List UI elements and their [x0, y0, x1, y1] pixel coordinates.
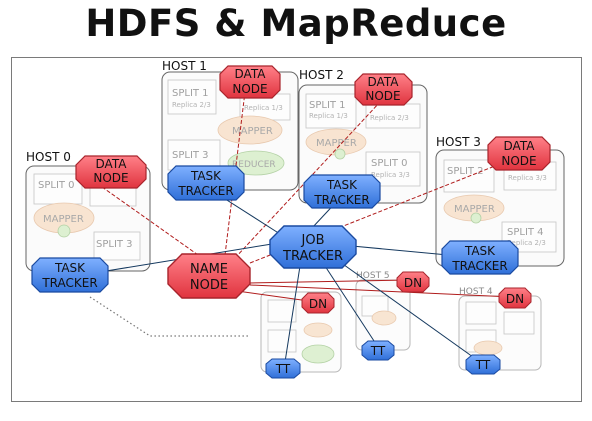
- svg-text:MAPPER: MAPPER: [454, 204, 495, 215]
- svg-text:TRACKER: TRACKER: [177, 184, 233, 198]
- svg-text:SPLIT 1: SPLIT 1: [172, 88, 209, 99]
- svg-text:DN: DN: [309, 297, 327, 311]
- svg-text:TASK: TASK: [326, 178, 358, 192]
- svg-text:TASK: TASK: [464, 244, 496, 258]
- host-0-label: HOST 0: [26, 150, 71, 164]
- host-4-label: HOST 4: [459, 287, 493, 297]
- svg-text:MAPPER: MAPPER: [232, 126, 273, 137]
- svg-text:Replica 1/3: Replica 1/3: [244, 104, 283, 112]
- name-node: NAME NODE: [167, 253, 251, 299]
- svg-text:NODE: NODE: [232, 82, 267, 96]
- task-tracker-host0: TASK TRACKER: [31, 257, 109, 293]
- svg-text:SPLIT 1: SPLIT 1: [309, 100, 346, 111]
- svg-text:TASK: TASK: [54, 261, 86, 275]
- svg-text:DATA: DATA: [368, 75, 400, 89]
- svg-text:SPLIT 0: SPLIT 0: [371, 158, 408, 169]
- svg-text:MAPPER: MAPPER: [316, 138, 357, 149]
- data-node-host3: DATA NODE: [487, 136, 551, 171]
- svg-text:SPLIT 2: SPLIT 2: [447, 166, 484, 177]
- host-3-label: HOST 3: [436, 135, 481, 149]
- connections: [89, 91, 513, 363]
- svg-text:DN: DN: [404, 276, 422, 290]
- data-node-host0: DATA NODE: [75, 155, 147, 189]
- task-tracker-host3: TASK TRACKER: [441, 240, 519, 275]
- task-tracker-host2: TASK TRACKER: [303, 174, 381, 209]
- svg-text:TRACKER: TRACKER: [313, 193, 369, 207]
- svg-text:TRACKER: TRACKER: [451, 259, 507, 273]
- svg-text:NODE: NODE: [501, 154, 536, 168]
- svg-text:TRACKER: TRACKER: [282, 249, 343, 264]
- data-node-host2: DATA NODE: [354, 73, 413, 106]
- svg-text:Replica 1/3: Replica 1/3: [309, 112, 348, 120]
- svg-text:DN: DN: [506, 292, 524, 306]
- svg-text:Replica 3/3: Replica 3/3: [508, 174, 547, 182]
- svg-text:Replica 2/3: Replica 2/3: [370, 114, 409, 122]
- svg-text:REDUCER: REDUCER: [232, 160, 276, 170]
- svg-text:Replica 2/3: Replica 2/3: [172, 101, 211, 109]
- diagram-frame: [11, 57, 582, 402]
- tt-host5: TT: [361, 340, 395, 361]
- page-title: HDFS & MapReduce: [85, 2, 507, 45]
- svg-text:JOB: JOB: [301, 233, 325, 248]
- svg-text:TT: TT: [370, 344, 386, 358]
- dn-host5: DN: [396, 271, 430, 293]
- svg-text:TT: TT: [475, 358, 491, 372]
- data-node-host1: DATA NODE: [219, 65, 281, 99]
- job-tracker: JOB TRACKER: [269, 225, 357, 269]
- tt-host6: TT: [265, 358, 301, 379]
- dn-host4: DN: [498, 287, 532, 309]
- host-1-label: HOST 1: [162, 59, 207, 73]
- svg-text:NODE: NODE: [365, 89, 400, 103]
- host-2-label: HOST 2: [299, 68, 344, 82]
- svg-text:NAME: NAME: [190, 262, 228, 277]
- dn-host6: DN: [301, 292, 335, 314]
- svg-text:TT: TT: [275, 362, 291, 376]
- svg-text:TRACKER: TRACKER: [41, 276, 97, 290]
- svg-text:NODE: NODE: [190, 278, 228, 293]
- svg-text:MAPPER: MAPPER: [43, 214, 84, 225]
- host-5-label: HOST 5: [356, 271, 390, 281]
- svg-text:NODE: NODE: [93, 171, 128, 185]
- tt-host4: TT: [465, 354, 501, 375]
- svg-text:SPLIT 3: SPLIT 3: [96, 239, 133, 250]
- svg-text:Replica 2/3: Replica 2/3: [507, 239, 546, 247]
- task-tracker-host1: TASK TRACKER: [167, 165, 245, 201]
- svg-text:SPLIT 3: SPLIT 3: [172, 150, 209, 161]
- svg-text:SPLIT 4: SPLIT 4: [507, 227, 544, 238]
- svg-text:Replica 3/3: Replica 3/3: [371, 171, 410, 179]
- svg-text:DATA: DATA: [96, 157, 128, 171]
- svg-text:SPLIT 0: SPLIT 0: [38, 180, 75, 191]
- svg-text:DATA: DATA: [235, 67, 267, 81]
- svg-text:DATA: DATA: [504, 139, 536, 153]
- svg-text:TASK: TASK: [190, 169, 222, 183]
